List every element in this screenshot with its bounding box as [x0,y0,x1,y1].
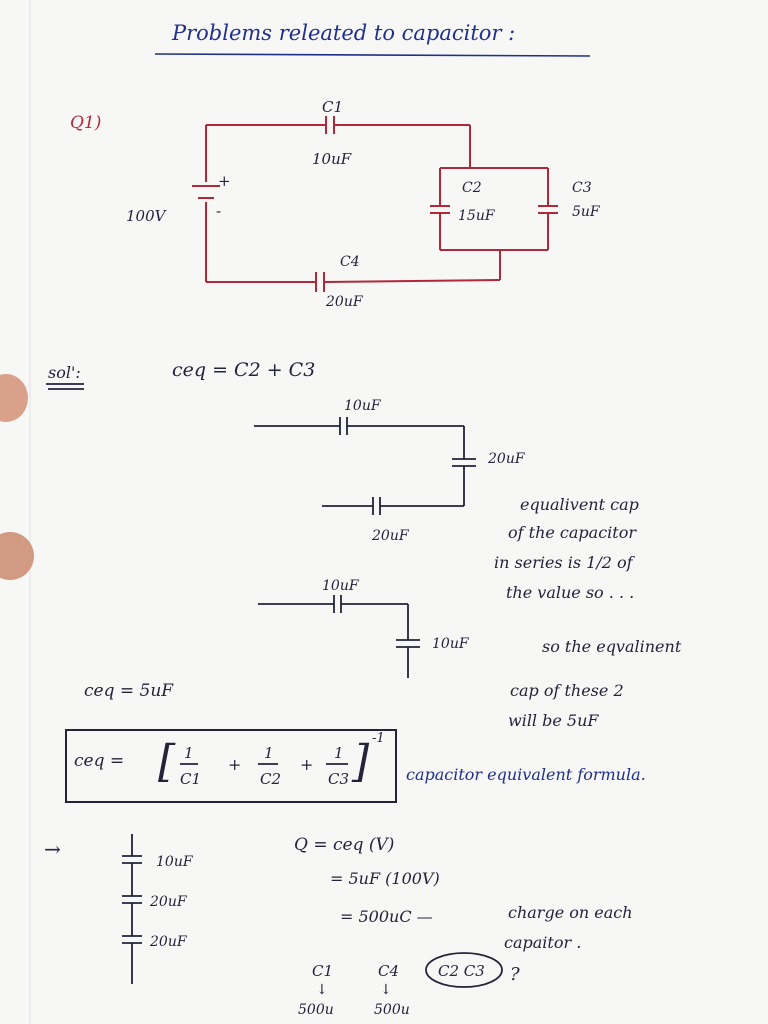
charge-eq-1: Q = ceq (V) [294,835,394,855]
formula-caption: capacitor equivalent formula. [406,765,646,784]
c1-value: 10uF [312,150,352,168]
c2-label: C2 [462,180,482,196]
formula-bracket-close: ] [351,736,370,787]
formula-lhs: ceq = [74,751,124,771]
c4-value: 20uF [325,294,364,310]
battery-minus: - [216,202,221,220]
c4-label: C4 [340,254,360,270]
title-underline [154,53,591,57]
bottom-c1: C1 [312,962,333,980]
equivalent-formula: ceq = [ 1 C1 + 1 C2 + 1 C3 ] -1 [74,731,385,788]
series-note-line: the value so . . . [506,583,634,602]
formula-plus-2: + [300,755,313,774]
fig3-top-value: 10uF [322,578,360,594]
source-voltage: 100V [126,207,168,225]
formula-bracket-open: [ [158,736,176,787]
stack-value-3: 20uF [149,934,188,950]
fig2-right-value: 20uF [487,451,526,467]
equivalent-note: so the eqvalinent cap of these 2 will be… [508,637,682,730]
stack-value-2: 20uF [149,894,188,910]
series-note-line: in series is 1/2 of [494,553,636,572]
arrow-icon: → [44,837,61,861]
formula-num-1: 1 [184,744,194,762]
reduced-circuit-1 [254,417,476,515]
solution-label: sol': [48,363,81,382]
formula-num-3: 1 [334,744,344,762]
stack-value-1: 10uF [156,854,194,870]
down-arrow-icon: ↓ [380,982,392,998]
series-note-line: of the capacitor [508,523,637,542]
charge-eq-3: = 500uC — [340,907,433,926]
c1-label: C1 [322,98,343,116]
battery-plus: + [218,172,231,190]
fig2-top-value: 10uF [344,398,382,414]
charge-eq-2: = 5uF (100V) [330,869,440,888]
fig2-bottom-value: 20uF [371,528,410,544]
equivalent-note-line: will be 5uF [508,711,599,730]
fig3-right-value: 10uF [432,636,470,652]
equivalent-note-line: so the eqvalinent [542,637,682,656]
formula-box [65,729,397,803]
c3-value: 5uF [572,204,601,220]
question-label: Q1) [70,113,101,133]
bottom-circled: C2 C3 [438,962,485,980]
page-title: Problems releated to capacitor : [171,21,515,45]
charge-note-1: charge on each [508,903,633,922]
bottom-value-2: 500u [374,1002,410,1018]
series-note: equalivent cap of the capacitor in serie… [494,495,639,602]
bottom-value-1: 500u [298,1002,334,1018]
capacitor-stack [122,834,142,984]
finger-bottom [0,532,34,580]
formula-exponent: -1 [372,731,385,746]
finger-top [0,374,28,422]
circuit-diagram [192,116,558,292]
formula-den-3: C3 [328,770,349,788]
equivalent-note-line: cap of these 2 [510,681,624,700]
formula-den-1: C1 [180,770,201,788]
down-arrow-icon: ↓ [316,982,328,998]
formula-den-2: C2 [260,770,281,788]
bottom-question: ? [510,964,520,985]
series-note-line: equalivent cap [520,495,639,514]
c2-value: 15uF [458,208,496,224]
ceq-result: ceq = 5uF [84,681,174,701]
formula-plus-1: + [228,755,241,774]
bottom-c4: C4 [378,962,399,980]
formula-num-2: 1 [264,744,274,762]
step1-equation: ceq = C2 + C3 [172,359,315,381]
circled-pair [425,952,503,988]
charge-note-2: capaitor . [504,933,581,952]
reduced-circuit-2 [258,595,420,678]
c3-label: C3 [572,180,592,196]
